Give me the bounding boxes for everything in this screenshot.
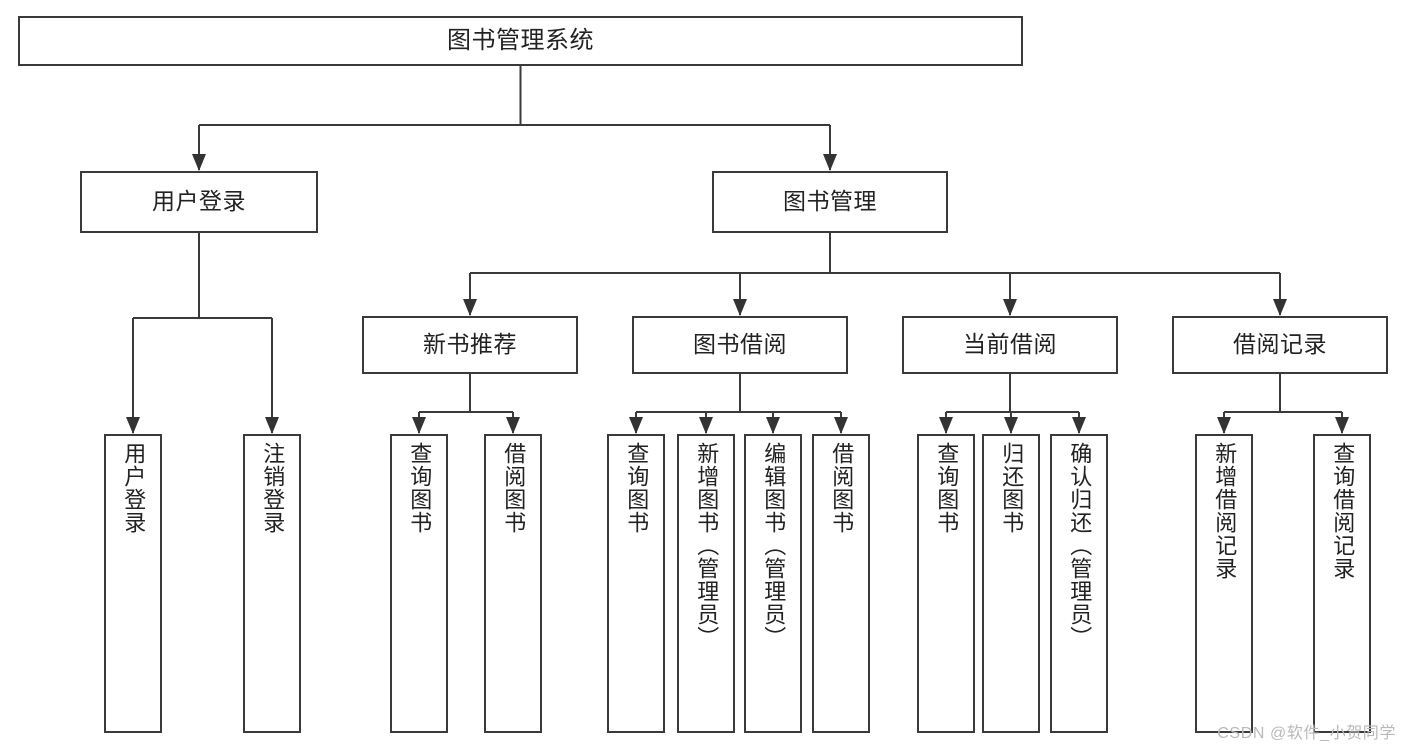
node-label-borrow-record: 借阅记录 (1233, 331, 1327, 358)
node-label-book-manage: 图书管理 (783, 188, 877, 215)
arrow-head-icon-current-borrow (1003, 299, 1017, 316)
node-current-borrow[interactable]: 当前借阅 (902, 316, 1118, 374)
node-leaf-user-login[interactable]: 用户登录 (104, 434, 162, 733)
arrow-head-icon-borrow-record (1273, 299, 1287, 316)
arrow-head-icon-leaf-query-book-2 (629, 417, 643, 434)
arrow-head-icon-leaf-user-login (126, 417, 140, 434)
node-leaf-edit-book[interactable]: 编辑图书（管理员） (744, 434, 802, 733)
arrow-head-icon-leaf-edit-book (766, 417, 780, 434)
node-borrow-record[interactable]: 借阅记录 (1172, 316, 1388, 374)
node-label-leaf-add-record: 新增借阅记录 (1212, 442, 1238, 580)
node-label-book-borrow: 图书借阅 (693, 331, 787, 358)
node-label-leaf-confirm-return: 确认归还（管理员） (1067, 442, 1093, 649)
node-label-user-login: 用户登录 (152, 188, 246, 215)
node-label-root: 图书管理系统 (447, 26, 594, 54)
arrow-head-icon-book-manage (823, 154, 837, 171)
node-leaf-user-logout[interactable]: 注销登录 (243, 434, 301, 733)
node-label-leaf-borrow-book-1: 借阅图书 (501, 442, 527, 534)
node-label-new-book-rec: 新书推荐 (423, 331, 517, 358)
node-book-borrow[interactable]: 图书借阅 (632, 316, 848, 374)
node-root[interactable]: 图书管理系统 (18, 16, 1023, 66)
node-label-leaf-query-book-1: 查询图书 (407, 442, 433, 534)
node-label-leaf-add-book: 新增图书（管理员） (694, 442, 720, 649)
node-leaf-query-book-2[interactable]: 查询图书 (607, 434, 665, 733)
node-leaf-query-book-3[interactable]: 查询图书 (917, 434, 975, 733)
node-book-manage[interactable]: 图书管理 (712, 171, 948, 233)
arrow-head-icon-leaf-query-book-3 (939, 417, 953, 434)
arrow-head-icon-new-book-rec (463, 299, 477, 316)
node-label-leaf-query-record: 查询借阅记录 (1330, 442, 1356, 580)
node-label-current-borrow: 当前借阅 (963, 331, 1057, 358)
arrow-head-icon-leaf-query-record (1335, 417, 1349, 434)
node-label-leaf-user-login: 用户登录 (121, 442, 147, 534)
node-leaf-borrow-book-1[interactable]: 借阅图书 (484, 434, 542, 733)
node-label-leaf-edit-book: 编辑图书（管理员） (761, 442, 787, 649)
node-label-leaf-return-book: 归还图书 (999, 442, 1025, 534)
node-leaf-return-book[interactable]: 归还图书 (982, 434, 1040, 733)
arrow-head-icon-leaf-confirm-return (1072, 417, 1086, 434)
arrow-head-icon-leaf-query-book-1 (412, 417, 426, 434)
arrow-head-icon-leaf-add-record (1217, 417, 1231, 434)
arrow-head-icon-leaf-user-logout (265, 417, 279, 434)
node-label-leaf-user-logout: 注销登录 (260, 442, 286, 534)
arrow-head-icon-leaf-add-book (699, 417, 713, 434)
node-leaf-query-record[interactable]: 查询借阅记录 (1313, 434, 1371, 733)
node-label-leaf-borrow-book-2: 借阅图书 (829, 442, 855, 534)
arrow-head-icon-user-login (192, 154, 206, 171)
node-leaf-borrow-book-2[interactable]: 借阅图书 (812, 434, 870, 733)
node-leaf-query-book-1[interactable]: 查询图书 (390, 434, 448, 733)
arrow-head-icon-book-borrow (733, 299, 747, 316)
node-label-leaf-query-book-3: 查询图书 (934, 442, 960, 534)
arrow-head-icon-leaf-borrow-book-1 (506, 417, 520, 434)
node-leaf-confirm-return[interactable]: 确认归还（管理员） (1050, 434, 1108, 733)
arrow-head-icon-leaf-return-book (1004, 417, 1018, 434)
node-leaf-add-book[interactable]: 新增图书（管理员） (677, 434, 735, 733)
node-new-book-rec[interactable]: 新书推荐 (362, 316, 578, 374)
node-user-login[interactable]: 用户登录 (80, 171, 318, 233)
node-leaf-add-record[interactable]: 新增借阅记录 (1195, 434, 1253, 733)
node-label-leaf-query-book-2: 查询图书 (624, 442, 650, 534)
arrow-head-icon-leaf-borrow-book-2 (834, 417, 848, 434)
